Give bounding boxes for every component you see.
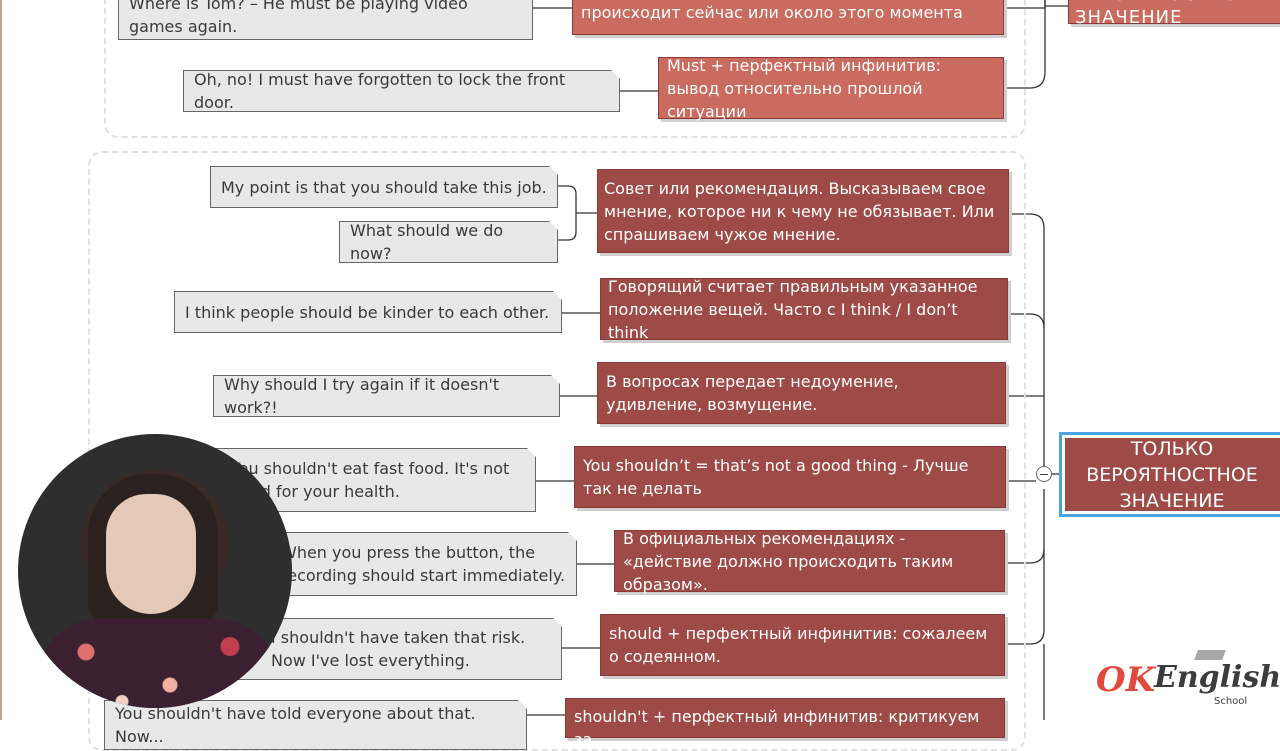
explanation-questions[interactable]: В вопросах передает недоумение, удивлени… [597,362,1006,424]
logo-school: School [1214,696,1248,707]
explanation-not-good[interactable]: You shouldn’t = that’s not a good thing … [574,446,1006,508]
logo-ok: OK [1096,660,1156,700]
example-should-take-job[interactable]: My point is that you should take this jo… [210,166,558,208]
example-should-try-again[interactable]: Why should I try again if it doesn't wor… [213,375,560,417]
example-text: You shouldn't have told everyone about t… [115,704,476,746]
example-text: When you press the button, the recording… [281,543,566,585]
explanation-text: В вопросах передает недоумение, удивлени… [606,372,899,414]
example-text: Oh, no! I must have forgotten to lock th… [194,70,566,112]
example-must-playing[interactable]: Where is Tom? – He must be playing video… [118,0,533,40]
presenter-face [106,494,196,614]
collapse-toggle-icon[interactable] [1036,466,1052,482]
example-text: I think people should be kinder to each … [185,302,550,322]
page-left-border [0,0,2,720]
explanation-advice[interactable]: Совет или рекомендация. Высказываем свое… [597,169,1009,253]
explanation-text: происходит сейчас или около этого момент… [581,3,963,22]
example-text: Why should I try again if it doesn't wor… [224,375,500,417]
explanation-text: В официальных рекомендациях - «действие … [623,528,954,594]
example-text: My point is that you should take this jo… [221,177,547,197]
explanation-speaker-thinks[interactable]: Говорящий считает правильным указанное п… [600,277,1008,342]
explanation-regret[interactable]: should + перфектный инфинитив: сожалеем … [600,614,1005,676]
logo-english: English [1154,660,1280,695]
topic-text: ТОЛЬКО ВЕРОЯТНОСТНОЕ ЗНАЧЕНИЕ [1086,437,1258,512]
ok-english-logo: OK English School [1096,650,1280,710]
explanation-text: Говорящий считает правильным указанное п… [608,276,978,342]
example-text: You shouldn't eat fast food. It's not go… [231,459,510,501]
graduation-cap-icon [1194,650,1226,660]
explanation-text: should + перфектный инфинитив: сожалеем … [609,624,988,666]
example-should-kinder[interactable]: I think people should be kinder to each … [174,291,562,333]
connector-lines [527,0,1068,720]
topic-probability[interactable]: ВЕРОЯТНОСТНОЕ ЗНАЧЕНИЕ [1068,0,1280,28]
example-should-what-do[interactable]: What should we do now? [339,221,558,263]
presenter-shirt [38,619,278,708]
explanation-text: shouldn't + перфектный инфинитив: критик… [574,707,980,749]
example-text: What should we do now? [350,221,504,263]
example-text: I shouldn't have taken that risk. Now I'… [271,628,526,670]
webcam-video-overlay [18,434,292,708]
group-box-must [104,0,1026,138]
explanation-text: Must + перфектный инфинитив: вывод относ… [667,55,942,121]
example-text: Where is Tom? – He must be playing video… [129,0,468,36]
topic-only-probability[interactable]: ТОЛЬКО ВЕРОЯТНОСТНОЕ ЗНАЧЕНИЕ [1059,432,1280,517]
explanation-official[interactable]: В официальных рекомендациях - «действие … [614,529,1005,594]
explanation-text: You shouldn’t = that’s not a good thing … [583,456,969,498]
explanation-text: Совет или рекомендация. Высказываем свое… [604,178,995,244]
explanation-criticize[interactable]: shouldn't + перфектный инфинитив: критик… [565,698,1005,749]
explanation-must-present[interactable]: происходит сейчас или около этого момент… [572,0,1004,35]
explanation-must-perfect[interactable]: Must + перфектный инфинитив: вывод относ… [658,56,1004,121]
example-must-forgotten[interactable]: Oh, no! I must have forgotten to lock th… [183,70,620,112]
